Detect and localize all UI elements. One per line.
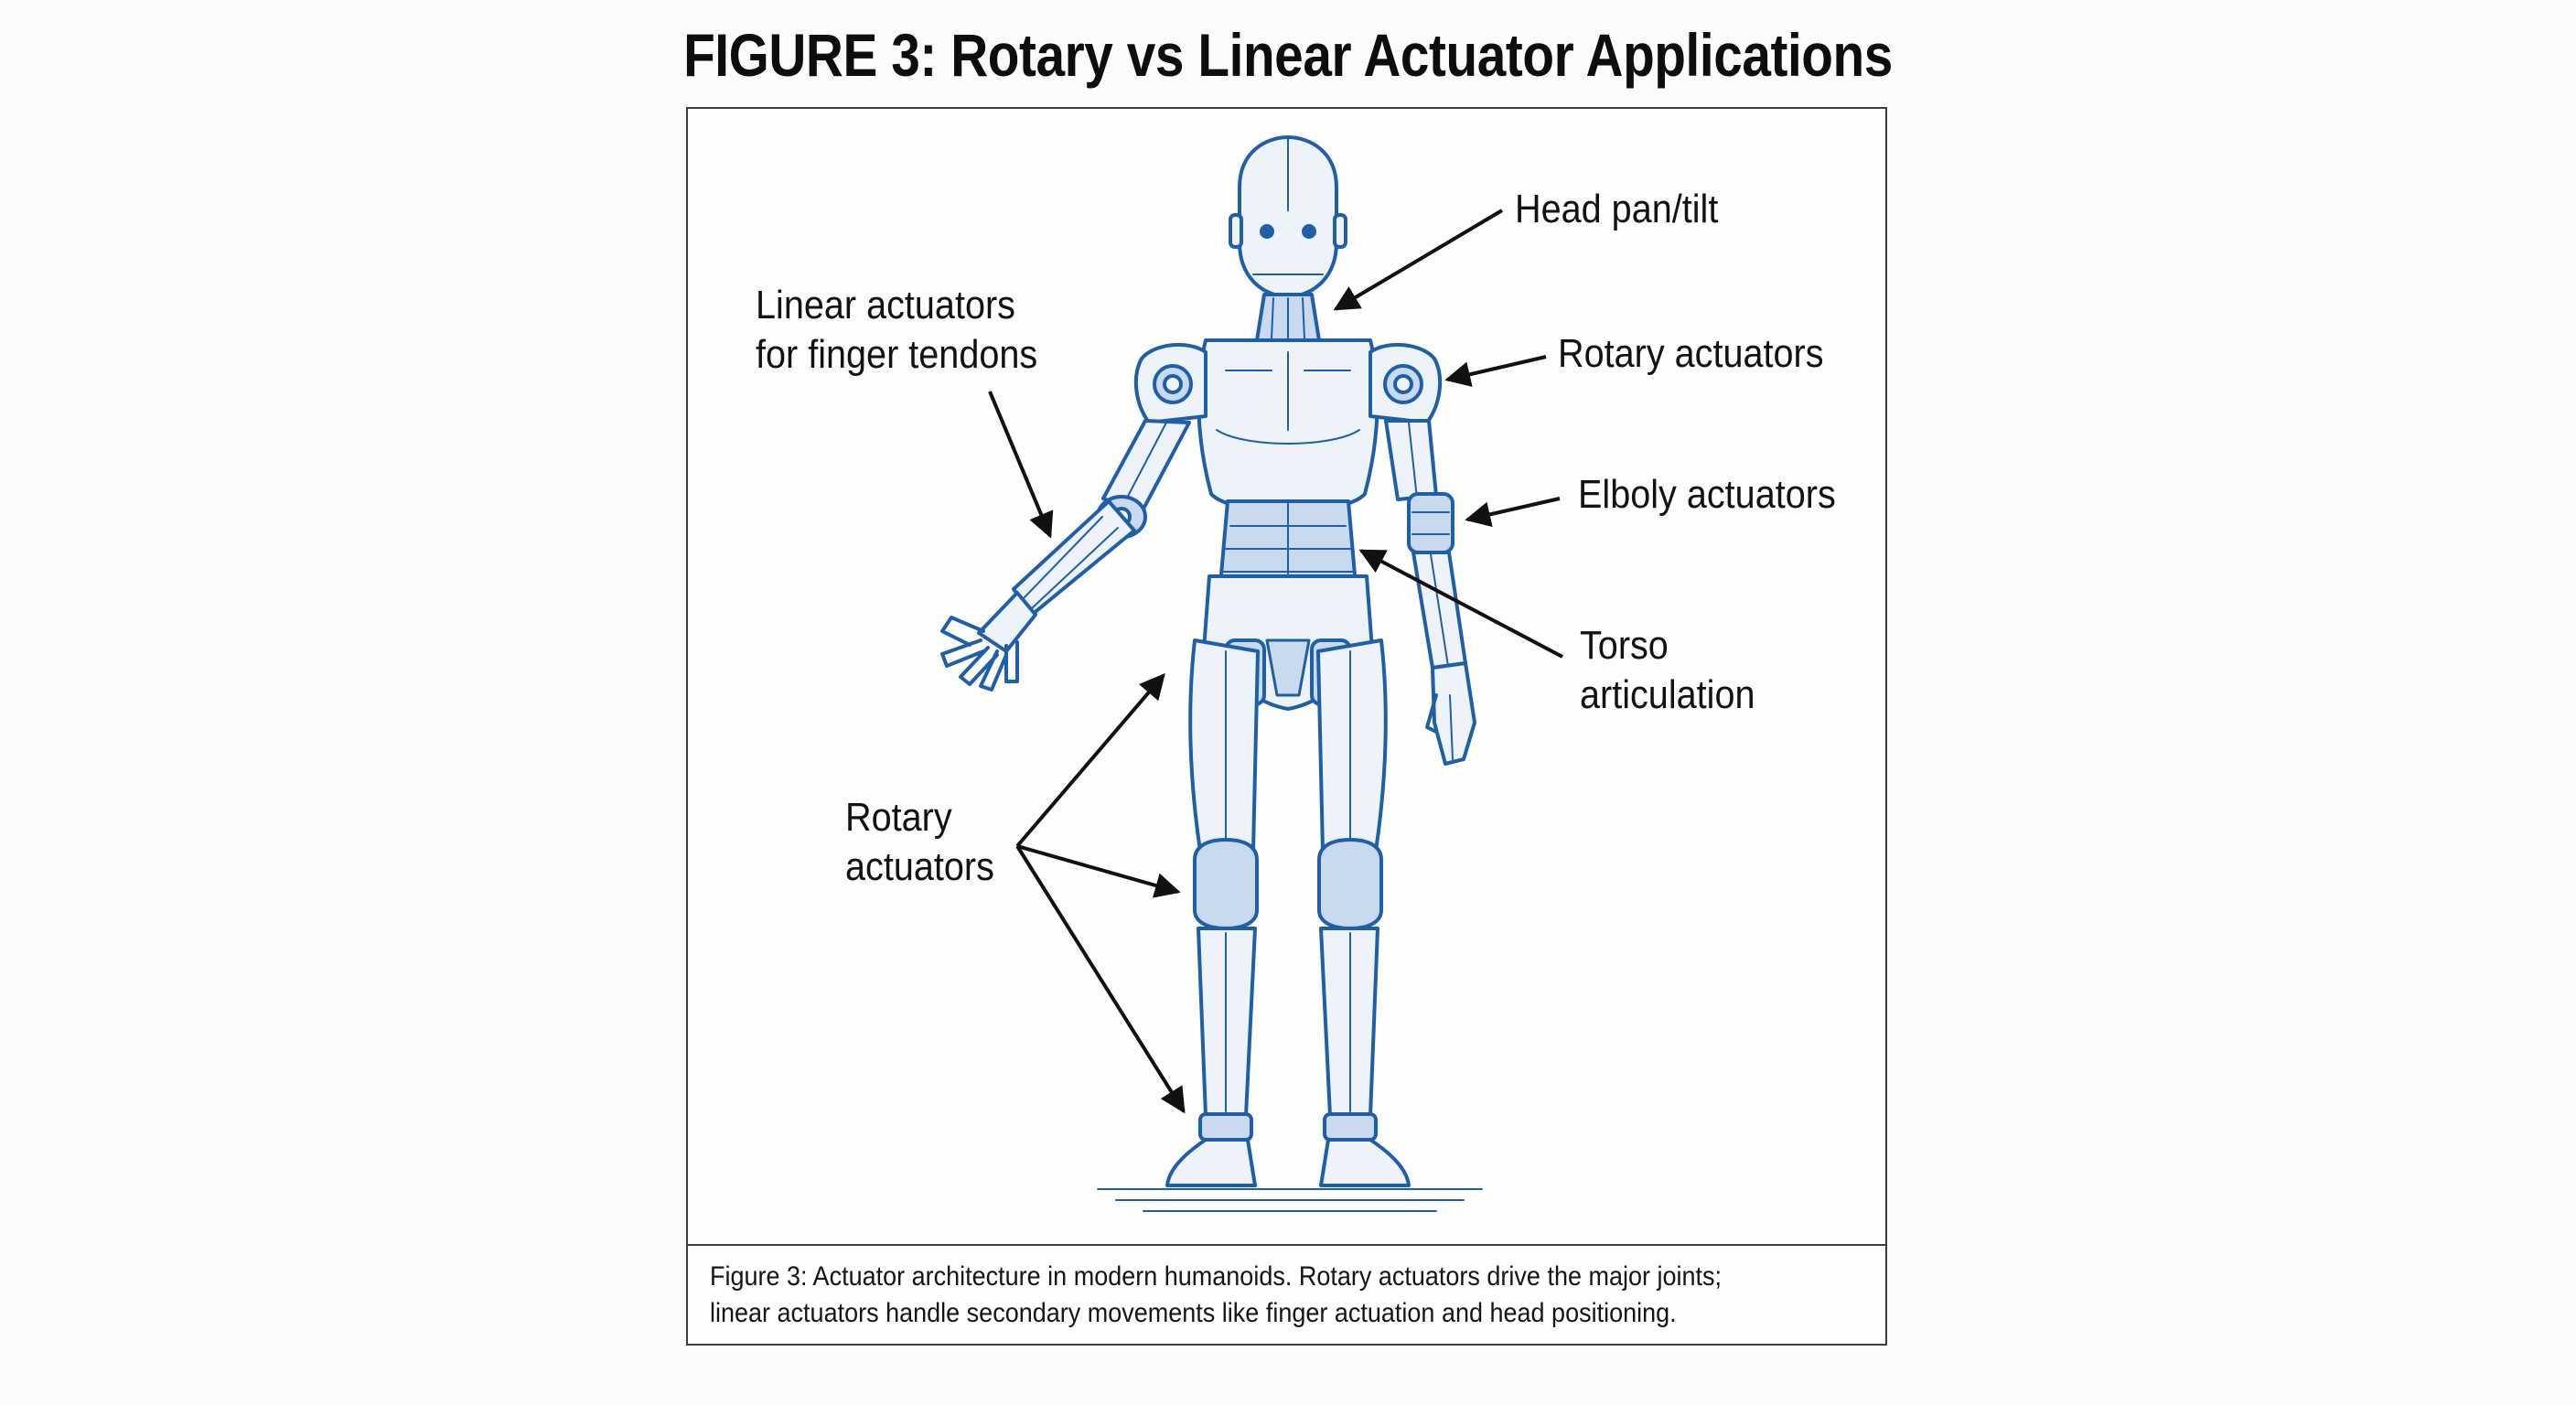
label-elbow: Elboly actuators <box>1578 472 1836 517</box>
left-thigh <box>1188 638 1260 853</box>
arrow-legs-knee <box>1016 844 1181 898</box>
robot-head <box>1229 135 1347 299</box>
left-shoulder-joint <box>1133 342 1208 424</box>
left-knee-joint <box>1193 838 1259 930</box>
label-finger-line1: Linear actuators <box>756 283 1015 327</box>
robot-chest <box>1197 338 1379 513</box>
label-finger-line2: for finger tendons <box>756 332 1038 377</box>
right-shin <box>1319 927 1379 1118</box>
arrow-finger-tendons <box>988 391 1054 539</box>
arrow-torso <box>1358 549 1563 659</box>
arrow-elbow <box>1465 497 1561 528</box>
right-knee-joint <box>1317 838 1383 930</box>
right-ankle-joint <box>1323 1112 1378 1142</box>
arrow-legs-ankle <box>1015 844 1186 1114</box>
right-upper-arm <box>1384 419 1438 501</box>
arrow-shoulder-rotary <box>1444 355 1547 387</box>
caption-line-2: linear actuators handle secondary moveme… <box>710 1298 1677 1328</box>
caption-line-1: Figure 3: Actuator architecture in moder… <box>710 1261 1723 1292</box>
left-hand <box>940 591 1037 692</box>
label-legs-line1: Rotary <box>845 795 952 840</box>
right-thigh <box>1316 638 1388 853</box>
right-shoulder-joint <box>1368 342 1443 424</box>
label-head-pan-tilt: Head pan/tilt <box>1515 187 1719 231</box>
label-torso-line1: Torso <box>1580 623 1669 668</box>
figure-title: FIGURE 3: Rotary vs Linear Actuator Appl… <box>683 21 1893 89</box>
left-ankle-joint <box>1198 1112 1253 1142</box>
right-hand <box>1425 661 1476 766</box>
label-shoulder-rotary: Rotary actuators <box>1558 331 1824 376</box>
right-elbow-joint <box>1407 492 1454 554</box>
ground-shadow <box>1097 1188 1483 1212</box>
right-foot <box>1319 1138 1411 1187</box>
label-torso-line2: articulation <box>1580 672 1755 717</box>
left-shin <box>1197 927 1257 1118</box>
robot-neck <box>1255 293 1321 342</box>
arrow-head-pan-tilt <box>1333 209 1504 311</box>
right-forearm <box>1411 551 1467 670</box>
left-forearm <box>1012 499 1136 617</box>
label-legs-line2: actuators <box>845 844 994 889</box>
left-foot <box>1165 1138 1257 1187</box>
figure-caption: Figure 3: Actuator architecture in moder… <box>686 1244 1887 1346</box>
arrow-legs-thigh <box>1015 672 1165 848</box>
